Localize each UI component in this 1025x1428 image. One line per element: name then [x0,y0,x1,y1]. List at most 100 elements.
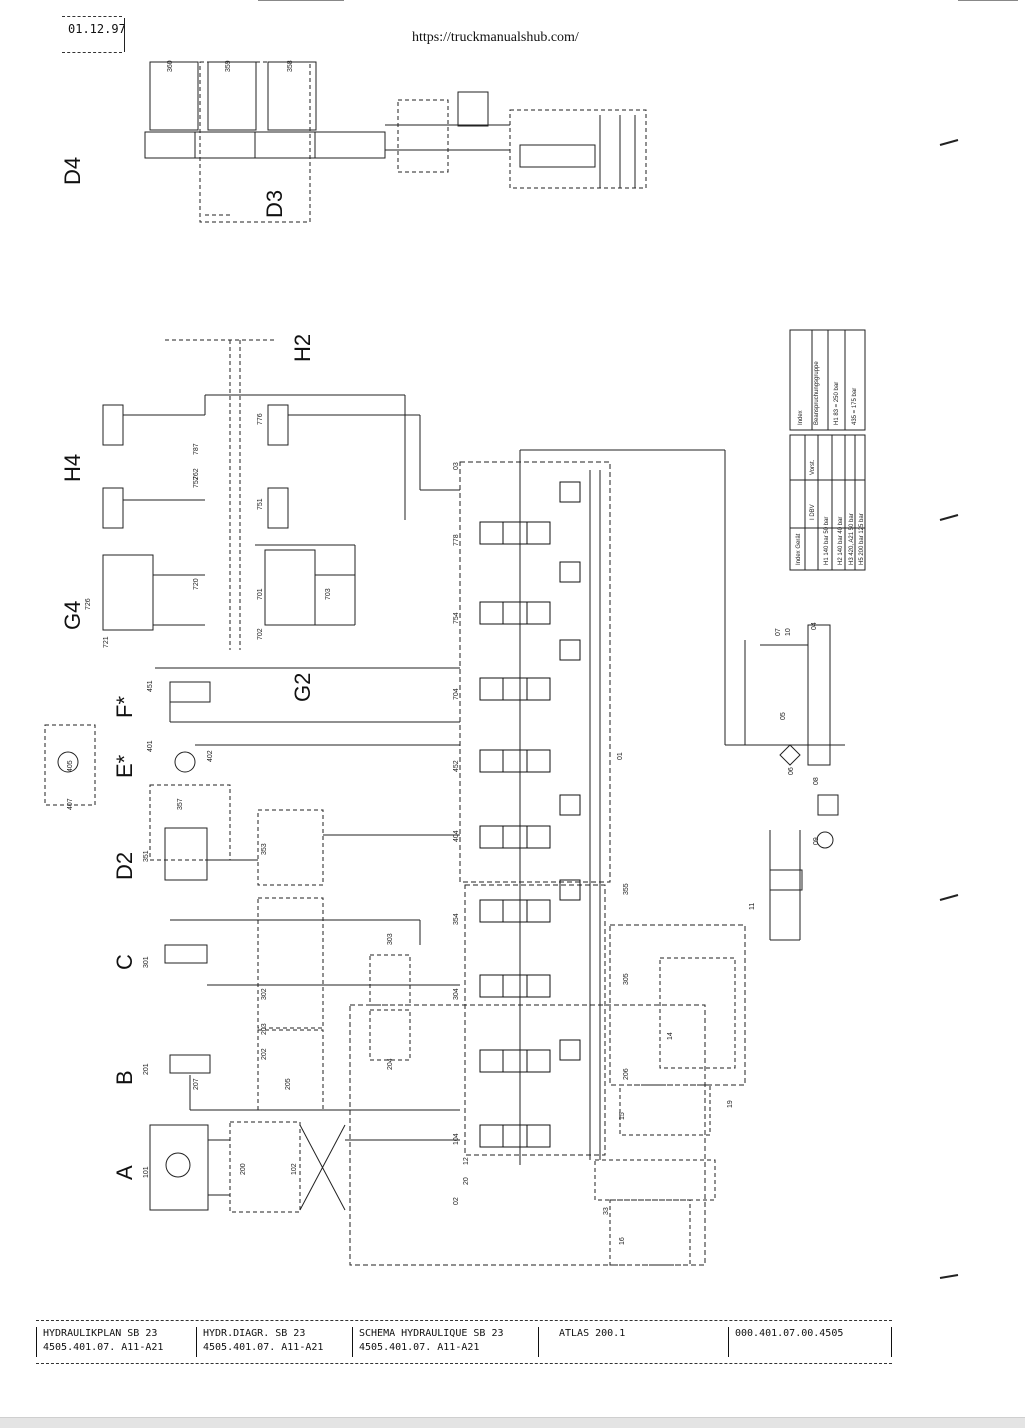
component-number: 204 [387,1058,394,1070]
component-number: 301 [143,956,150,968]
component-number: 358 [287,60,294,72]
component-number: 06 [788,767,795,775]
component-number: 787 [193,443,200,455]
component-number: 703 [325,588,332,600]
component-number: 353 [261,843,268,855]
label-f: F* [112,696,137,718]
component-number: 302 [261,988,268,1000]
label-g4: G4 [60,601,85,630]
top-mark [958,0,1018,1]
component-number: 355 [623,883,630,895]
component-number: 101 [143,1166,150,1178]
date-text: 01.12.97 [68,22,126,36]
component-number: 14 [667,1032,674,1040]
legend2-head-1: I DBV [810,504,816,520]
label-e: E* [112,754,137,778]
legend1-head-0: Index [798,410,804,425]
component-number: 104 [453,1133,460,1145]
g-section-actuators [102,544,460,669]
label-h2: H2 [290,334,315,362]
label-d3: D3 [262,190,287,218]
date-stamp: 01.12.97 [62,14,126,54]
component-number: 11 [749,903,756,910]
tank-pump-group [744,624,839,941]
component-number: 404 [453,830,460,842]
top-circuit-group [144,61,647,223]
title-cell-de: HYDRAULIKPLAN SB 23 4505.401.07. A11-A21 [36,1327,163,1357]
component-number: 704 [453,688,460,700]
component-number: 303 [387,933,394,945]
component-number: 357 [177,798,184,810]
component-number: 701 [257,588,264,600]
title-line: ATLAS 200.1 [559,1328,626,1339]
component-number: 33 [603,1207,610,1215]
component-number: 778 [453,534,460,546]
legend1-row-1: 435 = 175 bar [852,388,858,425]
component-number: 202 [261,1048,268,1060]
component-number: 15 [619,1112,626,1120]
component-number: 207 [193,1078,200,1090]
h-section-actuators [102,339,460,650]
title-line: 4505.401.07. A11-A21 [43,1342,164,1353]
component-number: 721 [103,636,110,648]
component-number: 754 [453,612,460,624]
component-number: 752 [193,476,200,488]
component-number: 304 [453,988,460,1000]
legend2-row-1: H2 140 bar 40 bar [838,517,844,565]
legend2-row-0: H1 140 bar 50 bar [824,517,830,565]
component-number: 05 [780,712,787,720]
component-number: 19 [727,1100,734,1108]
label-b: B [112,1070,137,1085]
component-number: 04 [811,622,818,630]
legend1-row-0: H1 83 = 250 bar [834,382,840,425]
title-line: HYDRAULIKPLAN SB 23 [43,1328,158,1339]
title-line: 4505.401.07. A11-A21 [203,1342,324,1353]
label-h4: H4 [60,454,85,482]
title-line: SCHEMA HYDRAULIQUE SB 23 [359,1328,504,1339]
component-number: 20 [463,1177,470,1185]
component-number: 305 [623,973,630,985]
legend2-head-2: Vorst. [810,459,816,475]
component-number: 401 [147,740,154,752]
component-number: 451 [147,680,154,692]
label-a: A [112,1165,137,1180]
component-number: 702 [257,628,264,640]
legend2-row-2: H3 420, A21 50 bar [849,513,855,565]
component-number: 07 [775,628,782,636]
title-cell-model: ATLAS 200.1 [538,1327,625,1357]
legend2-row-3: H5 200 bar 125 bar [859,513,865,565]
component-number: 200 [240,1163,247,1175]
component-number: 405 [67,760,74,772]
label-d2: D2 [112,852,137,880]
component-number: 03 [453,462,460,470]
component-number: 359 [225,60,232,72]
component-number: 452 [453,760,460,772]
component-number: 08 [813,777,820,785]
component-number: 203 [261,1023,268,1035]
component-number: 16 [619,1237,626,1245]
component-number: 751 [257,498,264,510]
component-number: 201 [143,1063,150,1075]
label-c: C [112,954,137,970]
component-number: 102 [291,1163,298,1175]
component-number: 354 [453,913,460,925]
component-number: 01 [617,752,624,760]
legend-tables [789,329,866,571]
top-mark [258,0,344,1]
title-cell-fr: SCHEMA HYDRAULIQUE SB 23 4505.401.07. A1… [352,1327,504,1357]
component-number: 351 [143,850,150,862]
source-url: https://truckmanualshub.com/ [412,30,579,45]
component-number: 10 [785,628,792,636]
component-number: 720 [193,578,200,590]
title-line: HYDR.DIAGR. SB 23 [203,1328,306,1339]
legend-text: Index Beanspruchungsgruppe H1 83 = 250 b… [796,361,865,565]
title-block: HYDRAULIKPLAN SB 23 4505.401.07. A11-A21… [36,1320,892,1364]
mid-section-actuators [44,681,460,886]
label-d4: D4 [60,157,85,185]
component-number: 09 [813,837,820,845]
component-number: 360 [167,60,174,72]
title-line: 000.401.07.00.4505 [735,1328,844,1339]
legend2-head-0: Index Gerät [796,533,802,565]
component-number: 206 [623,1068,630,1080]
